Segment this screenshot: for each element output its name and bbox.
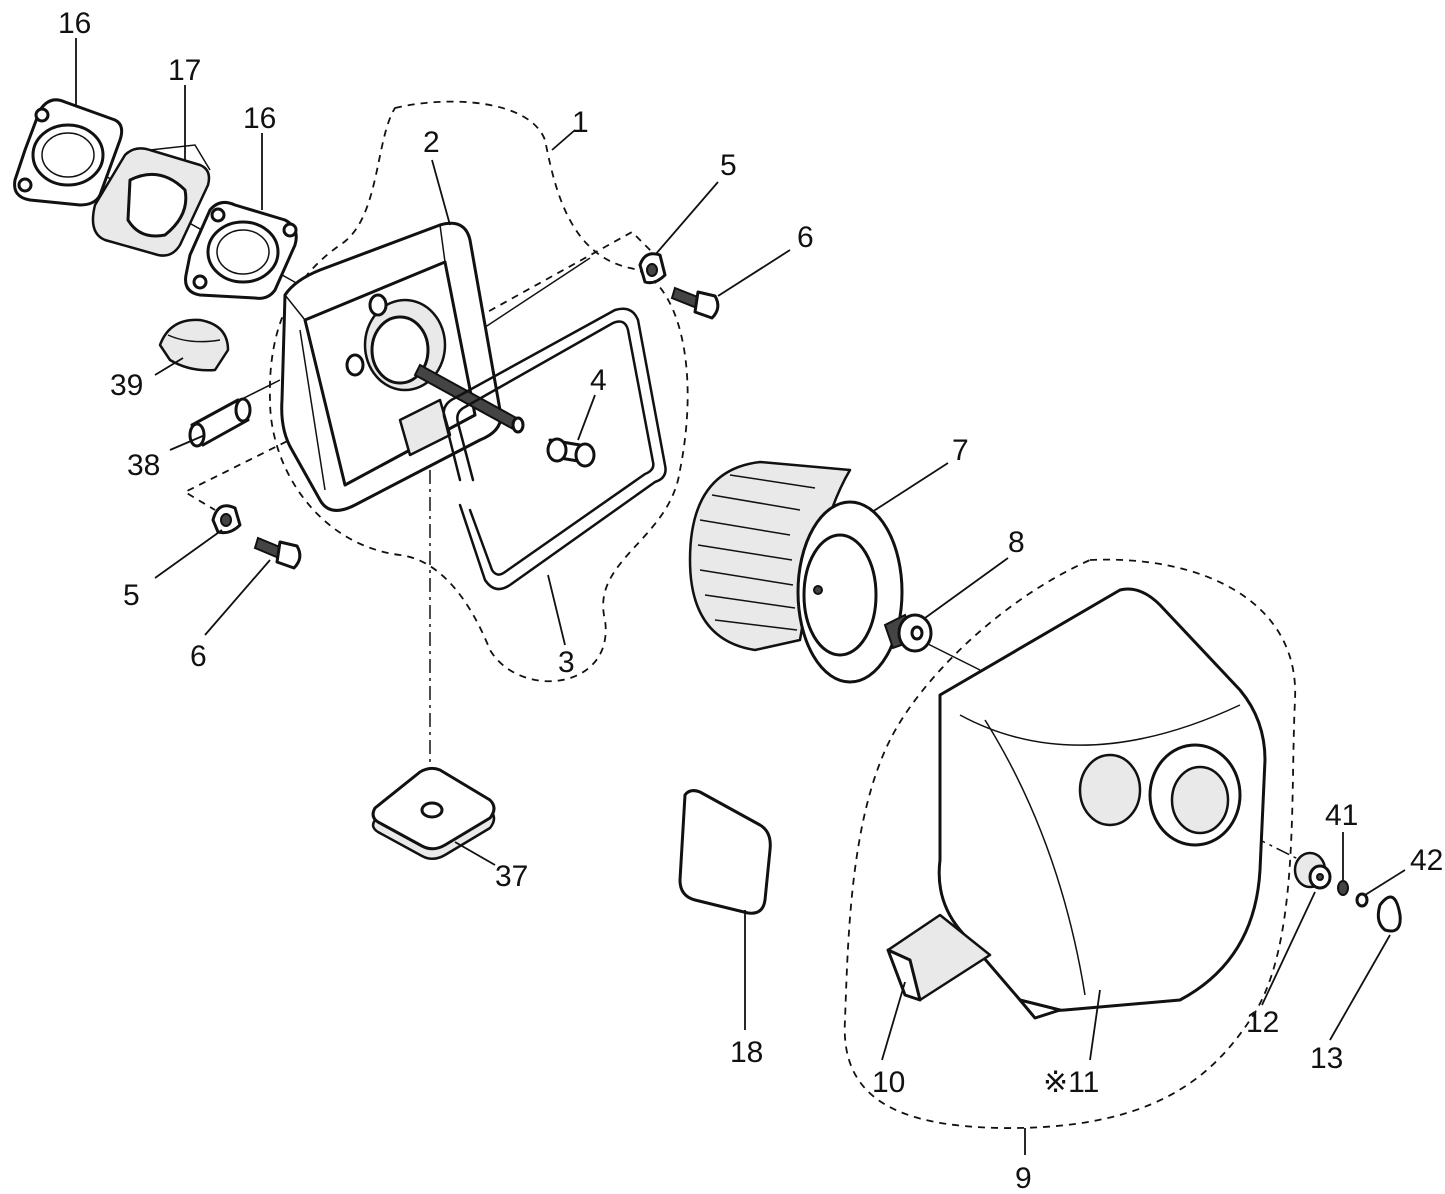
label-17: 17 bbox=[168, 54, 201, 87]
clip-39 bbox=[158, 318, 230, 372]
assembly-outline-1 bbox=[269, 100, 689, 683]
leader-11 bbox=[1089, 989, 1101, 1061]
label-41: 41 bbox=[1325, 799, 1358, 832]
bolt-6-upper bbox=[670, 286, 720, 320]
leader-1 bbox=[551, 129, 576, 151]
label-38: 38 bbox=[127, 449, 160, 482]
air-cleaner-cover-11 bbox=[937, 587, 1267, 1012]
label-8: 8 bbox=[1008, 526, 1025, 559]
leader-5a bbox=[654, 181, 719, 256]
leader-39 bbox=[154, 357, 184, 376]
label-16a: 16 bbox=[58, 7, 91, 40]
leader-7 bbox=[871, 462, 949, 513]
label-12: 12 bbox=[1246, 1006, 1279, 1039]
label-1: 1 bbox=[572, 106, 589, 139]
air-cleaner-case-2 bbox=[280, 221, 503, 512]
collar-4 bbox=[546, 437, 596, 468]
label-7: 7 bbox=[952, 434, 969, 467]
leader-13 bbox=[1329, 934, 1391, 1041]
label-5a: 5 bbox=[720, 149, 737, 182]
leader-3 bbox=[547, 574, 566, 646]
label-6a: 6 bbox=[797, 221, 814, 254]
leader-38 bbox=[169, 434, 206, 451]
gasket-16-right bbox=[184, 200, 298, 300]
pipe-38 bbox=[188, 397, 252, 448]
duct-10 bbox=[886, 913, 992, 1002]
label-2: 2 bbox=[423, 126, 440, 159]
screw-42 bbox=[1355, 892, 1369, 908]
gasket-16-left bbox=[13, 98, 124, 207]
assembly-outline-9 bbox=[843, 558, 1296, 1129]
leader-6b bbox=[204, 559, 271, 636]
leader-8 bbox=[924, 557, 1009, 619]
washer-41 bbox=[1337, 880, 1349, 896]
leader-12 bbox=[1261, 891, 1316, 1006]
washer-5-upper bbox=[638, 252, 667, 285]
leader-2 bbox=[431, 159, 451, 226]
bolt-6-lower bbox=[253, 536, 302, 570]
leader-42 bbox=[1364, 869, 1406, 896]
label-39: 39 bbox=[110, 369, 143, 402]
label-10: 10 bbox=[872, 1066, 905, 1099]
washer-5-lower bbox=[211, 504, 242, 535]
label-3: 3 bbox=[558, 646, 575, 679]
label-16b: 16 bbox=[243, 102, 276, 135]
label-6b: 6 bbox=[190, 640, 207, 673]
leader-6a bbox=[717, 249, 791, 297]
wing-nut-8 bbox=[883, 613, 933, 653]
knob-13 bbox=[1376, 895, 1402, 933]
leader-5b bbox=[154, 529, 223, 579]
packing-seal-3 bbox=[442, 307, 667, 591]
label-37: 37 bbox=[495, 860, 528, 893]
label-11: ※11 bbox=[1043, 1066, 1099, 1099]
label-18: 18 bbox=[730, 1036, 763, 1069]
grommet-12 bbox=[1293, 851, 1332, 890]
stud-bolt bbox=[413, 363, 525, 434]
insulator-17 bbox=[91, 144, 211, 257]
label-5b: 5 bbox=[123, 579, 140, 612]
pad-37 bbox=[371, 766, 496, 860]
nut-axis bbox=[919, 639, 981, 671]
leader-37 bbox=[454, 841, 496, 866]
bolt-axis-upper bbox=[454, 230, 656, 331]
cover-lip bbox=[1018, 998, 1062, 1020]
label-42: 42 bbox=[1410, 844, 1443, 877]
plate-18 bbox=[678, 789, 772, 915]
leader-10 bbox=[881, 981, 906, 1061]
label-9: 9 bbox=[1015, 1162, 1032, 1194]
filter-element-7 bbox=[688, 460, 904, 684]
leader-4 bbox=[577, 394, 596, 441]
label-13: 13 bbox=[1310, 1042, 1343, 1075]
label-4: 4 bbox=[590, 364, 607, 397]
